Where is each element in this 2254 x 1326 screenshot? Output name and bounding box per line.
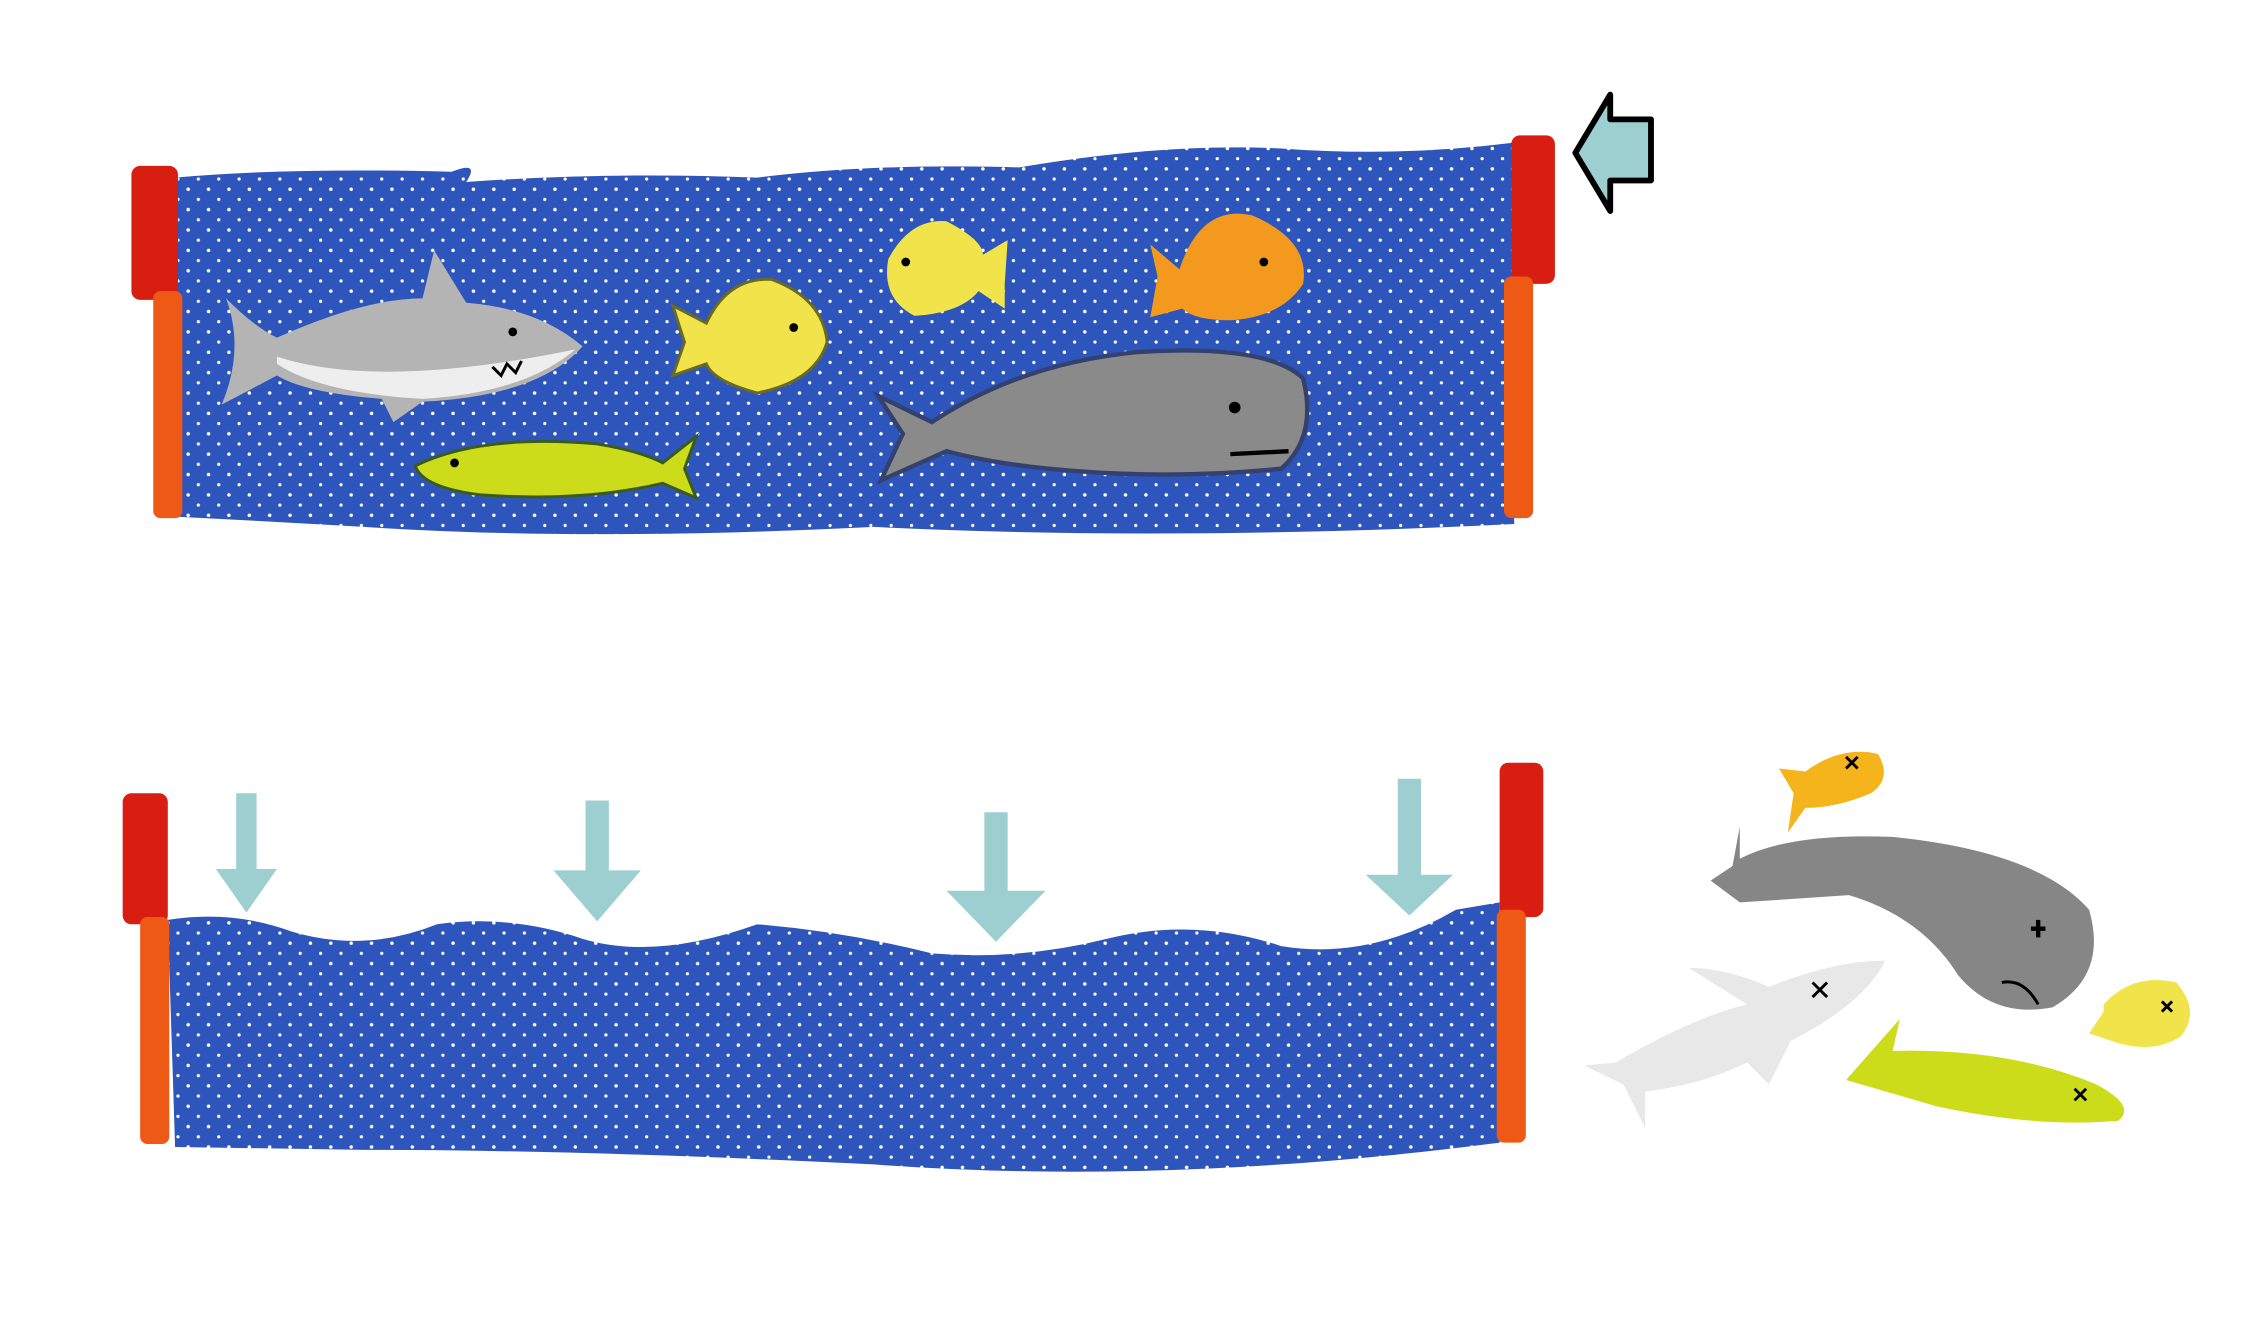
arrow-left-icon [1572,91,1654,214]
dead-whale-icon [1710,826,2094,1010]
arrow-down-icon [1365,778,1454,916]
whale-icon [871,348,1310,485]
orange-fish-icon [1150,213,1304,321]
left-pole-top [131,165,178,300]
dead-yellow-fish-icon [2089,980,2191,1048]
top-scene [131,91,1654,535]
dead-green-fish-icon [1846,1018,2125,1123]
left-pole-bottom [140,916,170,1145]
dead-shark-icon [1584,960,1886,1129]
yellow-fish-icon [886,221,1008,316]
arrow-down-icon [215,793,277,913]
right-pole-bottom [1496,909,1526,1143]
arrow-down-icon [553,800,641,922]
right-pole-top [1499,762,1544,917]
yellow-fish-icon [670,277,829,395]
arrow-down-icon [946,812,1046,942]
net-water [167,902,1500,1172]
bottom-scene [122,751,2191,1172]
left-pole-top [122,793,168,925]
shark-icon [221,250,583,423]
green-fish-icon [413,432,700,501]
left-pole-bottom [153,291,183,519]
right-pole-top [1511,135,1555,284]
dead-orange-fish-icon [1779,751,1884,833]
right-pole-bottom [1503,276,1534,519]
